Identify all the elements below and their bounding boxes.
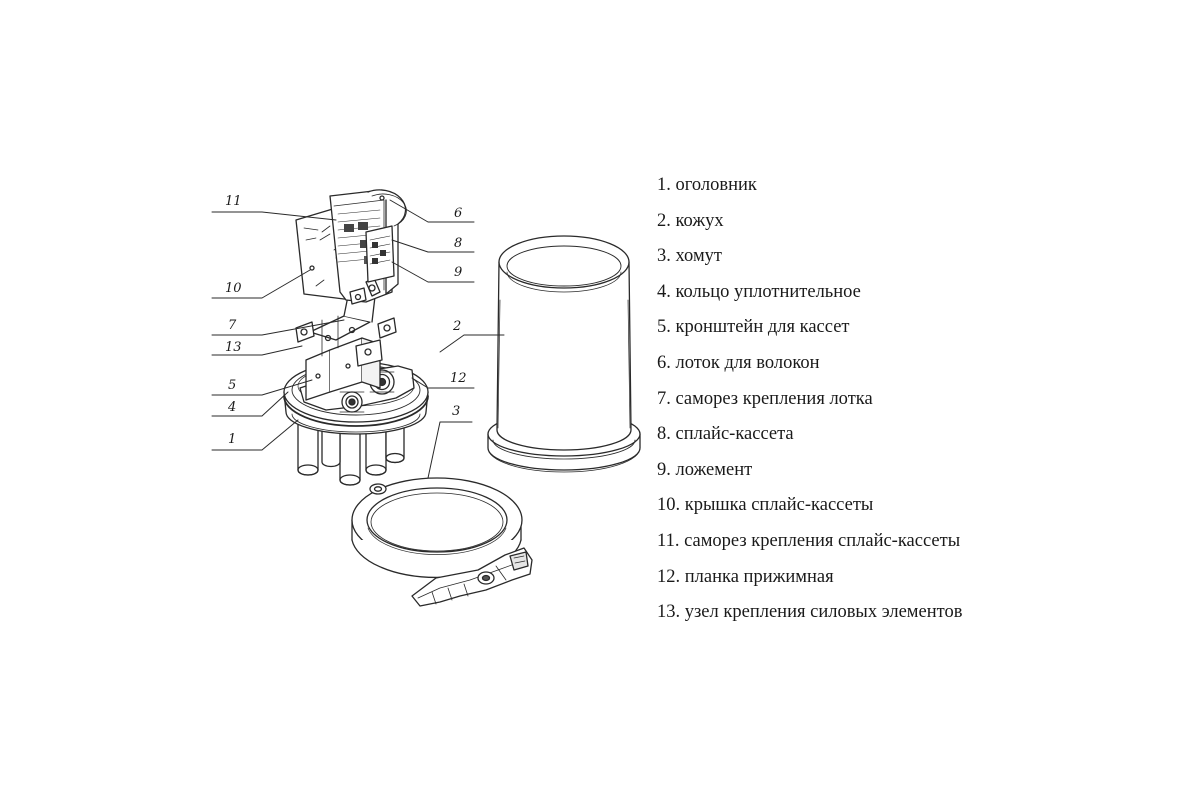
legend-item: 6. лоток для волокон [657,352,820,373]
legend-item: 9. ложемент [657,459,753,480]
legend-item: 1. оголовник [657,175,757,195]
legend-item: 13. узел крепления силовых элементов [657,602,963,623]
parts-legend: 1. оголовник 2. кожух 3. хомут 4. кольцо… [657,172,962,635]
callout-10: 10 [225,281,242,296]
legend-item: 7. саморез крепления лотка [657,388,873,409]
callout-1: 1 [228,432,236,447]
callout-numbers: 11 10 7 13 5 4 1 6 8 9 12 2 3 [225,194,467,447]
lodgement-rack [365,225,395,283]
legend-item: 3. хомут [657,246,722,267]
legend-item: 2. кожух [657,210,724,231]
cover-dome [487,235,641,473]
callout-13: 13 [225,340,242,355]
legend-item: 10. крышка сплайс-кассеты [657,495,874,516]
legend-item: 8. сплайс-кассета [657,424,794,445]
callout-7: 7 [228,318,237,333]
legend-item: 12. планка прижимная [657,566,834,587]
callout-3: 3 [452,404,460,419]
legend-item: 5. кронштейн для кассет [657,317,850,338]
callout-2: 2 [452,319,461,334]
callout-5: 5 [228,378,236,393]
legend-item: 11. саморез крепления сплайс-кассеты [657,530,961,551]
callout-12: 12 [450,371,467,386]
splice-assembly [283,189,429,486]
callout-9: 9 [454,265,462,280]
legend-item: 4. кольцо уплотнительное [657,281,861,302]
strength-member-mounts [295,317,397,367]
callout-4: 4 [227,400,236,415]
leader-lines [211,199,505,479]
callout-11: 11 [225,194,242,209]
callout-6: 6 [454,206,462,221]
clamp-ring [351,477,533,607]
callout-8: 8 [454,236,462,251]
